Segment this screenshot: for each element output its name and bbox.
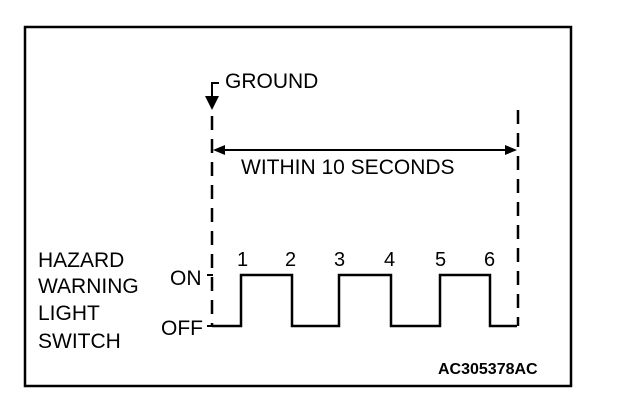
state-on-label: ON xyxy=(170,267,202,290)
ground-label: GROUND xyxy=(225,70,319,93)
pulse-number-1: 1 xyxy=(237,249,249,271)
frame-border xyxy=(23,25,573,388)
switch-label-line-3: LIGHT xyxy=(38,302,100,325)
ground-arrowhead xyxy=(205,96,219,110)
pulse-number-6: 6 xyxy=(484,249,496,271)
interval-arrowhead-left xyxy=(213,145,225,155)
figure-code: AC305378AC xyxy=(438,361,538,378)
pulse-number-5: 5 xyxy=(435,249,447,271)
switch-label-line-1: HAZARD xyxy=(38,249,125,272)
pulse-number-2: 2 xyxy=(285,249,297,271)
state-off-label: OFF xyxy=(161,317,203,340)
interval-arrowhead-right xyxy=(505,145,517,155)
switch-signal-waveform xyxy=(212,273,517,328)
pulse-number-4: 4 xyxy=(384,249,396,271)
interval-label: WITHIN 10 SECONDS xyxy=(241,156,455,179)
switch-label-line-4: SWITCH xyxy=(38,330,121,353)
pulse-number-3: 3 xyxy=(334,249,346,271)
switch-label-line-2: WARNING xyxy=(38,275,139,298)
ground-leader-line xyxy=(211,82,219,96)
